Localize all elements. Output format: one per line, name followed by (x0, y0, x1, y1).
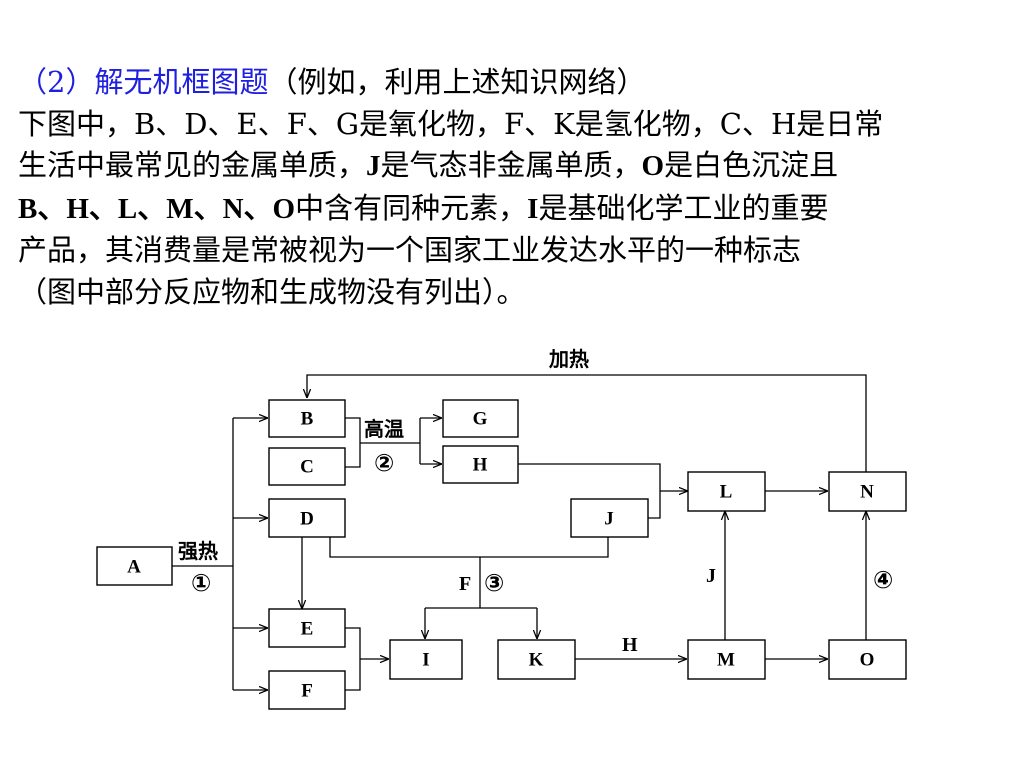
edge-labels: 加热 强热 ① 高温 ② F ③ H J ④ (178, 347, 893, 656)
f-reagent-label: F (459, 573, 471, 595)
node-c-box (268, 447, 346, 486)
text-fragment: O (641, 150, 665, 182)
connector-d-j (329, 537, 609, 558)
text-fragment: 中含有同种元素， (295, 190, 528, 225)
node-labels: A B C D E F G H I J K L M N O (127, 409, 874, 702)
high-temp-label: 高温 (364, 417, 404, 441)
node-f: F (301, 681, 313, 702)
node-boxes (96, 399, 907, 710)
connector-e-f (345, 627, 361, 691)
node-n-box (828, 471, 907, 512)
node-j: J (604, 509, 614, 530)
connector-b-c (345, 417, 361, 468)
node-n: N (860, 482, 874, 503)
step-2-marker: ② (374, 449, 394, 477)
node-i-box (389, 639, 463, 680)
node-a-box (96, 546, 173, 586)
arrow-n-to-b (307, 374, 867, 472)
text-fragment: 是气态非金属单质， (380, 148, 642, 182)
node-b: B (301, 409, 314, 430)
text-line-1: 下图中，B、D、E、F、G是氧化物，F、K是氢化物，C、H是日常 (18, 106, 884, 141)
node-h-box (442, 445, 519, 484)
text-line-5: （图中部分反应物和生成物没有列出）。 (18, 274, 526, 309)
text-line-2: 生活中最常见的金属单质，J是气态非金属单质，O是白色沉淀且 (18, 145, 1008, 188)
section-heading: （2）解无机框图题 (18, 65, 269, 99)
heading-line: （2）解无机框图题（例如，利用上述知识网络） (18, 62, 1008, 104)
node-h: H (473, 455, 488, 476)
text-fragment: J (366, 150, 381, 182)
text-fragment: 生活中最常见的金属单质， (18, 148, 367, 182)
h-reagent-label: H (622, 634, 638, 656)
node-l-box (687, 471, 766, 512)
node-a: A (127, 557, 141, 578)
heat-label: 加热 (548, 347, 589, 371)
step-1-marker: ① (191, 569, 211, 597)
node-o: O (860, 650, 875, 671)
node-k-box (497, 639, 576, 680)
node-d: D (300, 509, 314, 530)
connector-lines (172, 374, 867, 691)
node-e-box (268, 608, 346, 648)
text-line-3: B、H、L、M、N、O中含有同种元素，I是基础化学工业的重要 (18, 188, 1008, 231)
text-line-4: 产品，其消费量是常被视为一个国家工业发达水平的一种标志 (18, 233, 802, 267)
text-fragment: I (527, 192, 539, 225)
node-i: I (422, 650, 429, 671)
node-j-box (570, 498, 649, 538)
node-g: G (473, 409, 488, 430)
step-3-marker: ③ (484, 569, 504, 597)
node-o-box (828, 639, 907, 680)
heading-note: （例如，利用上述知识网络） (268, 65, 646, 99)
node-l: L (720, 482, 733, 503)
text-fragment: 是白色沉淀且 (664, 148, 839, 182)
node-d-box (268, 498, 346, 538)
node-b-box (268, 399, 346, 438)
problem-text: （2）解无机框图题（例如，利用上述知识网络） 下图中，B、D、E、F、G是氧化物… (18, 62, 1008, 313)
node-c: C (300, 457, 314, 478)
node-k: K (529, 650, 544, 671)
strong-heat-label: 强热 (178, 539, 218, 563)
node-m-box (687, 639, 766, 680)
node-e: E (301, 619, 314, 640)
node-m: M (717, 650, 735, 671)
node-g-box (442, 399, 519, 438)
node-f-box (268, 670, 346, 710)
step-4-marker: ④ (873, 566, 893, 594)
text-fragment: B、H、L、M、N、O (18, 192, 296, 225)
text-fragment: 是基础化学工业的重要 (538, 190, 829, 225)
j-reagent-label: J (706, 565, 716, 587)
